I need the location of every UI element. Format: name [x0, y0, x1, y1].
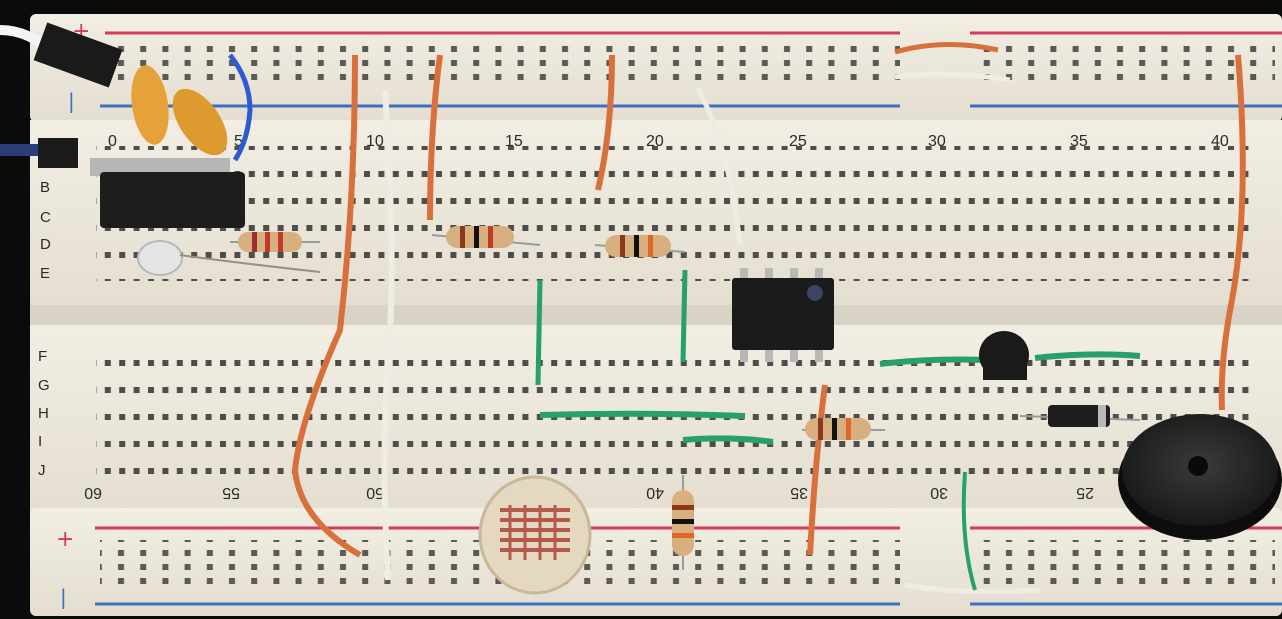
svg-text:D: D	[40, 236, 51, 253]
col-num: 35	[790, 484, 808, 501]
col-num: 10	[366, 133, 384, 150]
col-num: 0	[108, 133, 117, 150]
col-num: 30	[930, 484, 948, 501]
top-column-numbers: 0 5 10 15 20 25 30 35 40	[108, 133, 1229, 150]
svg-text:H: H	[38, 405, 49, 422]
upper-terminal-holes	[96, 146, 1256, 281]
bottom-minus-symbol: |	[60, 585, 67, 609]
row-letters: B C D E F G H I J	[38, 179, 51, 479]
col-num: 25	[1076, 484, 1094, 501]
top-minus-symbol: |	[68, 89, 75, 113]
svg-text:J: J	[38, 462, 46, 479]
col-num: 50	[366, 484, 384, 501]
green-jumper-wires	[535, 269, 1141, 445]
col-num: 40	[1211, 133, 1229, 150]
jumper-wires	[291, 41, 1246, 595]
col-num: 25	[789, 133, 807, 150]
col-num: 5	[234, 133, 243, 150]
breadboard	[30, 14, 1282, 616]
photoresistor	[478, 475, 592, 595]
bottom-plus-symbol: +	[56, 527, 74, 552]
svg-text:C: C	[40, 209, 51, 226]
svg-text:E: E	[40, 265, 50, 282]
col-num: 55	[222, 484, 240, 501]
piezo-buzzer	[1118, 414, 1282, 540]
svg-text:I: I	[38, 433, 42, 450]
svg-text:F: F	[38, 348, 47, 365]
8-pin-dip-ic	[732, 268, 834, 362]
col-num: 60	[84, 484, 102, 501]
col-num: 30	[928, 133, 946, 150]
svg-text:B: B	[40, 179, 50, 196]
col-num: 35	[1070, 133, 1088, 150]
col-num: 40	[646, 484, 664, 501]
diode	[1019, 405, 1141, 427]
ceramic-capacitors	[131, 65, 228, 156]
blue-jumper-wire	[228, 53, 253, 162]
resistors	[230, 226, 885, 570]
input-wires	[0, 22, 123, 168]
svg-text:G: G	[38, 377, 50, 394]
center-channel	[30, 305, 1282, 325]
voltage-regulator	[90, 158, 245, 228]
col-num: 15	[505, 133, 523, 150]
transistor	[979, 331, 1029, 380]
col-num: 20	[646, 133, 664, 150]
top-rail-holes	[110, 45, 900, 85]
led	[137, 240, 321, 276]
